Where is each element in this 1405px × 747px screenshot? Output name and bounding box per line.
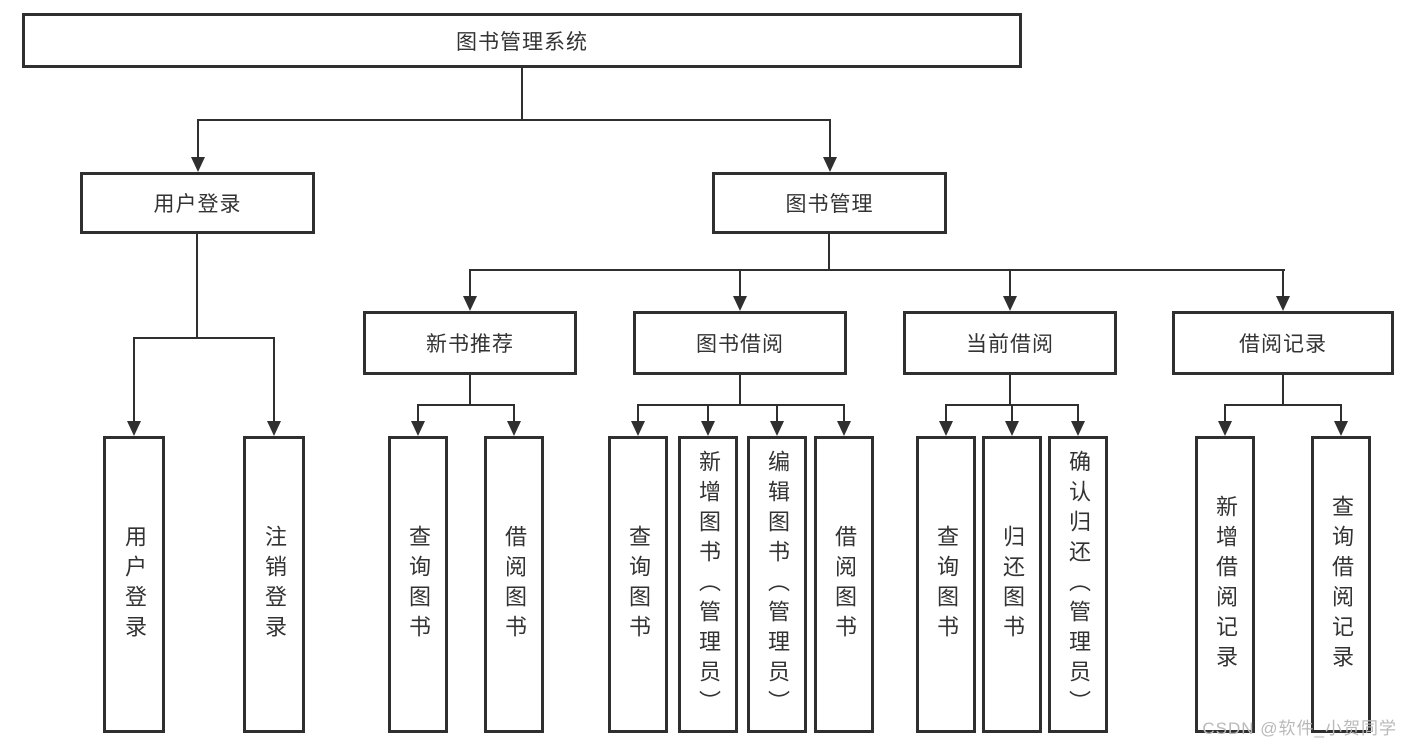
- node-new-book-recommend: 新书推荐: [363, 311, 577, 375]
- connector-user-login-stem: [196, 234, 198, 339]
- connector-borrowing-drop: [739, 269, 741, 296]
- arrowhead-cur-return: [1005, 421, 1019, 436]
- connector-records-hline: [1224, 404, 1342, 406]
- leaf-current-query-books-label: 查询图书: [934, 524, 959, 645]
- arrowhead-logout-leaf: [267, 421, 281, 436]
- arrowhead-user-login: [191, 157, 205, 172]
- leaf-logout-label: 注销登录: [262, 524, 287, 645]
- connector-recommend-hline: [417, 404, 515, 406]
- leaf-current-query-books: 查询图书: [916, 436, 976, 733]
- node-book-borrowing-label: 图书借阅: [696, 333, 784, 356]
- arrowhead-book-mgmt: [823, 157, 837, 172]
- connector-user-login-hline: [133, 337, 275, 339]
- arrowhead-bor-edit: [770, 421, 784, 436]
- leaf-confirm-return-admin-label: 确认归还（管理员）: [1066, 449, 1091, 720]
- connector-records-stem: [1282, 375, 1284, 406]
- leaf-add-borrow-record-label: 新增借阅记录: [1213, 494, 1238, 675]
- leaf-return-books-label: 归还图书: [1000, 524, 1025, 645]
- leaf-recommend-query-books: 查询图书: [388, 436, 448, 733]
- leaf-borrow-books-label: 借阅图书: [832, 524, 857, 645]
- connector-user-login-drop: [197, 119, 199, 157]
- arrowhead-rec-query: [411, 421, 425, 436]
- arrowhead-current: [1003, 296, 1017, 311]
- leaf-user-login: 用户登录: [103, 436, 165, 733]
- watermark: CSDN @软件_小贺同学: [1202, 719, 1397, 738]
- connector-rec-query-record-drop: [1340, 404, 1342, 421]
- connector-cur-query-drop: [945, 404, 947, 421]
- leaf-recommend-borrow-books: 借阅图书: [484, 436, 544, 733]
- connector-borrowing-hline: [637, 404, 845, 406]
- connector-root-stem: [521, 68, 523, 120]
- node-current-borrowing: 当前借阅: [903, 311, 1117, 375]
- node-user-login-label: 用户登录: [153, 193, 242, 216]
- connector-level3-hline: [469, 269, 1285, 271]
- leaf-logout: 注销登录: [243, 436, 305, 733]
- connector-current-stem: [1009, 375, 1011, 406]
- arrowhead-rec-borrow: [507, 421, 521, 436]
- connector-bor-query-drop: [637, 404, 639, 421]
- arrowhead-records: [1276, 296, 1290, 311]
- leaf-query-borrow-record-label: 查询借阅记录: [1329, 494, 1354, 675]
- leaf-user-login-label: 用户登录: [122, 524, 147, 645]
- arrowhead-bor-borrow: [837, 421, 851, 436]
- leaf-edit-books-admin-label: 编辑图书（管理员）: [765, 449, 790, 720]
- connector-rec-borrow-drop: [513, 404, 515, 421]
- leaf-recommend-borrow-books-label: 借阅图书: [502, 524, 527, 645]
- arrowhead-cur-confirm: [1071, 421, 1085, 436]
- node-borrowing-records-label: 借阅记录: [1239, 333, 1327, 356]
- connector-login-leaf-drop: [133, 337, 135, 421]
- node-user-login: 用户登录: [80, 172, 315, 234]
- connector-level2-hline: [197, 119, 831, 121]
- arrowhead-bor-add: [701, 421, 715, 436]
- connector-recommend-stem: [469, 375, 471, 406]
- leaf-edit-books-admin: 编辑图书（管理员）: [747, 436, 807, 733]
- leaf-confirm-return-admin: 确认归还（管理员）: [1048, 436, 1108, 733]
- leaf-borrowing-query-books-label: 查询图书: [626, 524, 651, 645]
- arrowhead-borrowing: [733, 296, 747, 311]
- node-current-borrowing-label: 当前借阅: [966, 333, 1054, 356]
- connector-current-drop: [1009, 269, 1011, 296]
- node-root-system: 图书管理系统: [22, 13, 1022, 68]
- connector-records-drop: [1282, 269, 1284, 296]
- arrowhead-login-leaf: [127, 421, 141, 436]
- node-book-management: 图书管理: [712, 172, 947, 234]
- leaf-add-books-admin: 新增图书（管理员）: [678, 436, 738, 733]
- arrowhead-rec-add-record: [1218, 421, 1232, 436]
- leaf-borrowing-query-books: 查询图书: [608, 436, 668, 733]
- connector-cur-confirm-drop: [1077, 404, 1079, 421]
- arrowhead-cur-query: [939, 421, 953, 436]
- node-root-system-label: 图书管理系统: [456, 30, 588, 54]
- leaf-recommend-query-books-label: 查询图书: [406, 524, 431, 645]
- node-book-borrowing: 图书借阅: [633, 311, 847, 375]
- connector-book-mgmt-stem: [828, 234, 830, 271]
- connector-borrowing-stem: [739, 375, 741, 406]
- node-borrowing-records: 借阅记录: [1172, 311, 1394, 375]
- arrowhead-recommend: [463, 296, 477, 311]
- connector-logout-leaf-drop: [273, 337, 275, 421]
- leaf-borrow-books: 借阅图书: [814, 436, 874, 733]
- connector-cur-return-drop: [1011, 404, 1013, 421]
- connector-bor-add-drop: [707, 404, 709, 421]
- connector-rec-add-drop: [1224, 404, 1226, 421]
- arrowhead-bor-query: [631, 421, 645, 436]
- connector-bor-edit-drop: [776, 404, 778, 421]
- connector-rec-query-drop: [417, 404, 419, 421]
- leaf-query-borrow-record: 查询借阅记录: [1311, 436, 1371, 733]
- leaf-add-books-admin-label: 新增图书（管理员）: [696, 449, 721, 720]
- leaf-add-borrow-record: 新增借阅记录: [1195, 436, 1255, 733]
- node-book-management-label: 图书管理: [785, 193, 874, 216]
- connector-recommend-drop: [469, 269, 471, 296]
- node-new-book-recommend-label: 新书推荐: [426, 333, 514, 356]
- connector-book-mgmt-drop: [829, 119, 831, 157]
- leaf-return-books: 归还图书: [982, 436, 1042, 733]
- connector-bor-borrow-drop: [843, 404, 845, 421]
- arrowhead-rec-query-record: [1334, 421, 1348, 436]
